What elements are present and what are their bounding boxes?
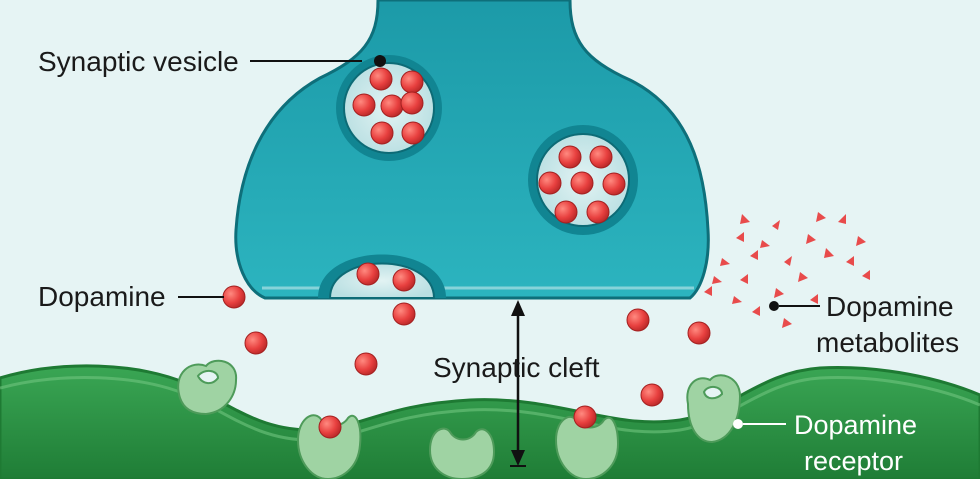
dopamine-molecule-icon xyxy=(369,67,393,91)
receptor-label-line2: receptor xyxy=(804,446,903,476)
metabolite-icon xyxy=(816,212,826,222)
receptor-label-line1: Dopamine xyxy=(794,410,917,440)
vesicle-2-molecules xyxy=(538,145,626,224)
metabolite-icon xyxy=(752,306,760,316)
metabolite-icon xyxy=(732,296,742,304)
dopamine-molecule-icon xyxy=(586,200,610,224)
metabolite-icon xyxy=(736,232,744,242)
receptor-icon xyxy=(296,414,362,479)
receptor-icon xyxy=(686,374,742,444)
dopamine-molecule-icon xyxy=(222,285,246,309)
dopamine-molecule-icon xyxy=(318,415,342,439)
dopamine-molecule-icon xyxy=(570,171,594,195)
metabolite-icon xyxy=(856,236,866,246)
dopamine-molecule-icon xyxy=(392,302,416,326)
label-synaptic-vesicle: Synaptic vesicle xyxy=(38,46,386,77)
dopamine-molecule-icon xyxy=(354,352,378,376)
synaptic-cleft-label: Synaptic cleft xyxy=(433,352,600,383)
dopamine-molecule-icon xyxy=(626,308,650,332)
metabolite-icon xyxy=(846,256,854,266)
dopamine-molecule-icon xyxy=(573,405,597,429)
dopamine-molecule-icon xyxy=(538,171,562,195)
dopamine-molecule-icon xyxy=(370,121,394,145)
dopamine-molecule-icon xyxy=(558,145,582,169)
label-dopamine-receptor: Dopamine receptor xyxy=(733,410,917,476)
synaptic-cleft-indicator: Synaptic cleft xyxy=(433,300,600,467)
metabolite-icon xyxy=(806,234,816,244)
synaptic-vesicle-label: Synaptic vesicle xyxy=(38,46,239,77)
dopamine-molecule-icon xyxy=(352,93,376,117)
dopamine-molecule-icon xyxy=(401,121,425,145)
metabolite-icon xyxy=(782,318,792,328)
metabolite-icon xyxy=(704,286,712,296)
dopamine-molecule-icon xyxy=(400,70,424,94)
dopamine-molecule-icon xyxy=(687,321,711,345)
metabolite-icon xyxy=(774,288,784,298)
metabolite-icon xyxy=(712,276,722,284)
dopamine-molecule-icon xyxy=(400,91,424,115)
metabolite-icon xyxy=(798,272,808,282)
dopamine-molecule-icon xyxy=(554,200,578,224)
receptors xyxy=(177,359,742,479)
metabolite-icon xyxy=(740,214,750,224)
metabolite-icon xyxy=(810,294,818,304)
dopamine-molecule-icon xyxy=(392,268,416,292)
receptor-icon xyxy=(177,359,238,416)
metabolite-icon xyxy=(862,270,870,280)
label-dopamine-metabolites: Dopamine metabolites xyxy=(769,291,959,358)
dopamine-molecule-icon xyxy=(589,145,613,169)
metabolite-icon xyxy=(772,220,780,230)
metabolites-label-line1: Dopamine xyxy=(826,291,954,322)
dopamine-molecule-icon xyxy=(640,383,664,407)
metabolite-icon xyxy=(740,274,748,284)
label-dopamine: Dopamine xyxy=(38,281,224,312)
cleft-dopamine xyxy=(222,285,711,439)
metabolites-label-line2: metabolites xyxy=(816,327,959,358)
dopamine-label: Dopamine xyxy=(38,281,166,312)
dopamine-molecule-icon xyxy=(602,172,626,196)
dopamine-molecule-icon xyxy=(356,262,380,286)
metabolite-icon xyxy=(838,214,846,224)
metabolites xyxy=(704,212,870,328)
metabolite-icon xyxy=(720,258,730,266)
metabolite-icon xyxy=(750,250,758,260)
vesicle-1-molecules xyxy=(352,67,425,145)
metabolite-icon xyxy=(824,248,834,258)
dopamine-molecule-icon xyxy=(380,94,404,118)
metabolite-icon xyxy=(760,240,770,248)
dopamine-molecule-icon xyxy=(244,331,268,355)
metabolite-icon xyxy=(784,256,792,266)
fusing-vesicle xyxy=(318,254,446,299)
